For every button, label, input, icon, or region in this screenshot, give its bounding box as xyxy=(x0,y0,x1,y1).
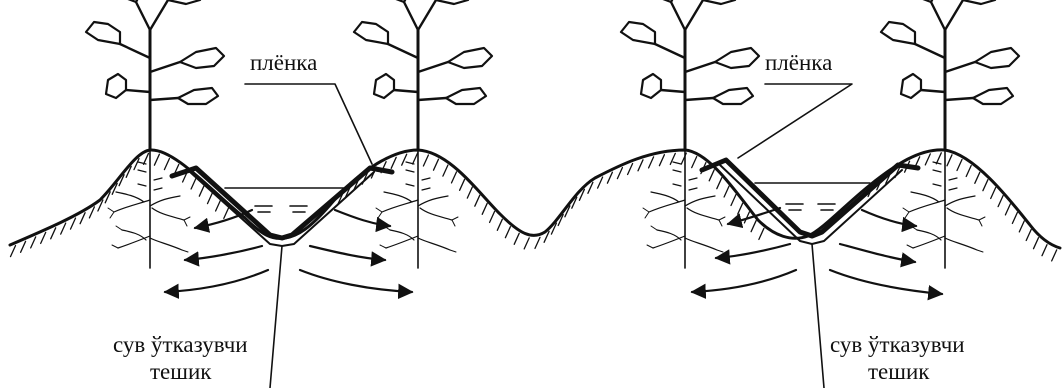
soil-hatch-tick xyxy=(497,219,502,230)
soil-hatch-tick xyxy=(31,237,36,248)
soil-hatch-tick xyxy=(144,153,149,164)
soil-hatch-tick xyxy=(659,155,664,166)
soil-hatch-tick xyxy=(199,185,204,196)
soil-hatch-tick xyxy=(717,178,722,189)
soil-hatch-tick xyxy=(1005,204,1010,215)
plant-left-2 xyxy=(354,0,492,268)
soil-hatch-tick xyxy=(191,178,196,189)
film-label-left: плёнка xyxy=(250,50,317,75)
soil-hatch-tick xyxy=(966,166,971,177)
soil-hatch-tick xyxy=(925,154,930,165)
panel-right: плёнка сув ўтказувчи тешик xyxy=(621,0,1019,388)
soil-hatch-tick xyxy=(738,203,743,214)
soil-hatch-tick xyxy=(224,207,229,218)
soil-hatch-tick xyxy=(490,211,495,222)
soil-hatch-tick xyxy=(443,165,448,176)
soil-hatch-tick xyxy=(154,154,159,165)
soil-hatch-tick xyxy=(391,157,396,168)
soil-hatch-tick xyxy=(51,228,56,239)
film-left xyxy=(172,168,392,238)
soil-hatch-tick xyxy=(731,195,736,206)
soil-hatch-tick xyxy=(524,238,529,249)
soil-hatch-tick xyxy=(991,188,996,199)
plant-left-1 xyxy=(86,0,224,268)
soil-hatch-tick xyxy=(61,223,66,234)
soil-hatch-tick xyxy=(1042,245,1047,256)
soil-hatch-tick xyxy=(709,170,714,181)
soil-hatch-tick xyxy=(1026,230,1031,241)
soil-hatch-tick xyxy=(402,154,407,165)
soil-hatch-tick xyxy=(975,172,980,183)
soil-hatch-tick xyxy=(535,237,540,248)
hole-label-right-line2: тешик xyxy=(868,359,930,384)
soil-hatch-tick xyxy=(71,218,76,229)
soil-hatch-tick xyxy=(467,187,472,198)
soil-hatch-tick xyxy=(21,241,26,252)
soil-hatch-tick xyxy=(452,172,457,183)
film-label-right: плёнка xyxy=(765,50,832,75)
soil-hatch-tick xyxy=(607,172,612,183)
soil-hatch-tick xyxy=(1034,238,1039,249)
soil-hatch-tick xyxy=(482,203,487,214)
soil-hatch-tick xyxy=(1012,212,1017,223)
soil-hatch-tick xyxy=(936,153,941,164)
soil-hatch-tick xyxy=(460,179,465,190)
soil-hatch-tick xyxy=(759,228,764,239)
plant-right-2 xyxy=(881,0,1019,268)
soil-hatch-tick xyxy=(423,155,428,166)
soil-hatch-tick xyxy=(413,153,418,164)
hole-label-left-line2: тешик xyxy=(150,359,212,384)
panel-left: плёнка сув ўтказувчи тешик xyxy=(86,0,492,388)
soil-hatch-tick xyxy=(1019,221,1024,232)
soil-hatch-tick xyxy=(80,213,85,224)
soil-hatch-tick xyxy=(514,233,519,244)
soil-hatch-tick xyxy=(724,186,729,197)
soil-hatch-tick xyxy=(89,207,94,218)
soil-hatch-tick xyxy=(216,200,221,211)
soil-hatch-tick xyxy=(208,193,213,204)
soil-hatch-tick xyxy=(751,221,756,232)
soil-hatch-tick xyxy=(692,157,697,168)
soil-hatch-tick xyxy=(598,177,603,188)
hole-label-left-line1: сув ўтказувчи xyxy=(113,332,248,357)
soil-hatch-tick xyxy=(649,157,654,168)
soil-hatch-tick xyxy=(638,160,643,171)
soil-hatch-tick xyxy=(475,195,480,206)
soil-hatch-tick xyxy=(505,227,510,238)
soil-hatch-tick xyxy=(998,196,1003,207)
soil-hatch-tick xyxy=(11,246,16,257)
soil-hatch-tick xyxy=(983,180,988,191)
soil-hatch-tick xyxy=(617,168,622,179)
hole-label-right-line1: сув ўтказувчи xyxy=(830,332,965,357)
soil-hatch-tick xyxy=(947,155,952,166)
soil-hatch-tick xyxy=(164,159,169,170)
soil-hatch-tick xyxy=(41,232,46,243)
plant-right-1 xyxy=(621,0,759,268)
soil-hatch-tick xyxy=(434,159,439,170)
soil-hatch-tick xyxy=(957,160,962,171)
soil-hatch-tick xyxy=(1052,250,1057,261)
soil-hatch-tick xyxy=(628,164,633,175)
